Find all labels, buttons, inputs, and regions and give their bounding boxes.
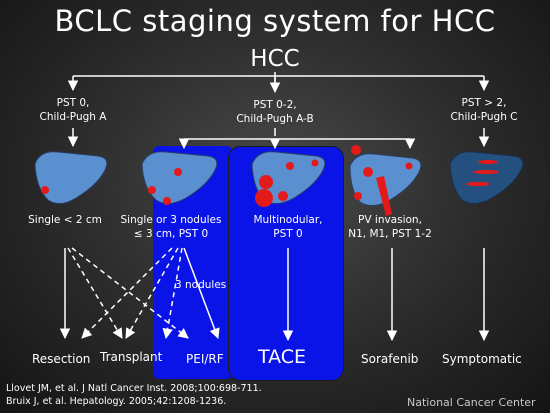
treatment-arrows xyxy=(59,247,490,342)
branch-label-terminal: PST > 2, Child-Pugh C xyxy=(424,96,544,124)
treatment-transplant: Transplant xyxy=(100,350,163,364)
stage-line2: PST 0 xyxy=(273,228,303,240)
mid-connectors xyxy=(67,128,490,150)
stage-desc-early: Single or 3 nodules ≤ 3 cm, PST 0 xyxy=(106,213,236,241)
branch-line1: PST 0-2, xyxy=(253,99,297,111)
stage-desc-very-early: Single < 2 cm xyxy=(0,213,130,227)
stage-desc-intermediate: Multinodular, PST 0 xyxy=(223,213,353,241)
branch-line2: Child-Pugh C xyxy=(450,111,518,123)
branch-label-intermediate: PST 0-2, Child-Pugh A-B xyxy=(215,98,335,126)
stage-desc-advanced: PV invasion, N1, M1, PST 1-2 xyxy=(325,213,455,241)
stage-line2: N1, M1, PST 1-2 xyxy=(348,228,432,240)
top-connectors xyxy=(67,72,490,94)
branch-label-early: PST 0, Child-Pugh A xyxy=(13,96,133,124)
branch-line1: PST 0, xyxy=(56,97,90,109)
liver-icon-pv-invasion xyxy=(349,145,422,216)
slide-title: BCLC staging system for HCC xyxy=(54,4,496,38)
liver-icon-three-nodules xyxy=(141,151,218,205)
liver-icon-single-small xyxy=(34,151,108,204)
stage-line1: Single < 2 cm xyxy=(28,214,102,226)
treatment-sorafenib: Sorafenib xyxy=(361,352,419,366)
reference-2: Bruix J, et al. Hepatology. 2005;42:1208… xyxy=(6,396,227,407)
reference-1: Llovet JM, et al. J Natl Cancer Inst. 20… xyxy=(6,383,262,394)
references: Llovet JM, et al. J Natl Cancer Inst. 20… xyxy=(6,382,262,408)
branch-line1: PST > 2, xyxy=(461,97,507,109)
footer-organization: National Cancer Center xyxy=(407,396,536,409)
stage-line1: Single or 3 nodules xyxy=(120,214,222,226)
three-nodules-label: 3 nodules xyxy=(175,279,227,291)
stage-line1: PV invasion, xyxy=(358,214,422,226)
branch-line2: Child-Pugh A xyxy=(39,111,107,123)
liver-icon-end-stage xyxy=(449,151,524,204)
treatment-pei-rf: PEI/RF xyxy=(186,352,224,366)
branch-line2: Child-Pugh A-B xyxy=(236,113,314,125)
liver-icon-multinodular xyxy=(251,151,326,207)
stage-line2: ≤ 3 cm, PST 0 xyxy=(133,228,209,240)
treatment-tace: TACE xyxy=(258,346,307,368)
stage-line1: Multinodular, xyxy=(253,214,323,226)
treatment-resection: Resection xyxy=(32,352,91,366)
treatment-symptomatic: Symptomatic xyxy=(442,352,522,366)
root-node-hcc: HCC xyxy=(250,46,300,72)
